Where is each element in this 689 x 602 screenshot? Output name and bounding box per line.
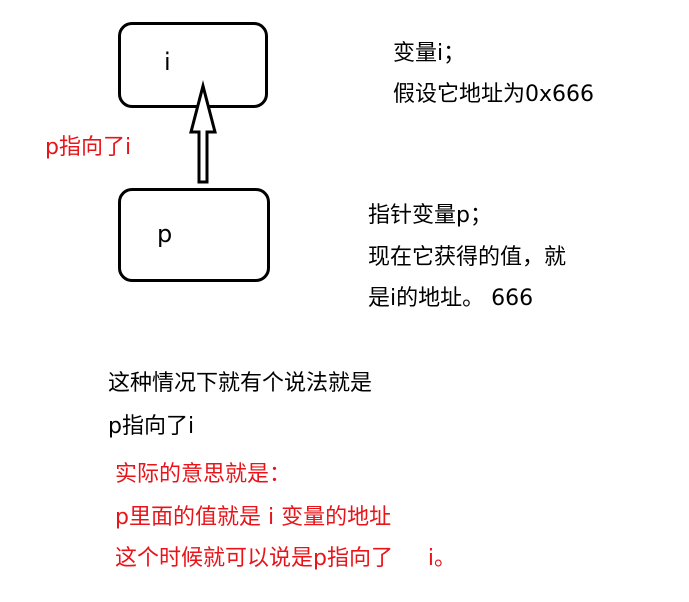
explanation-line2: p指向了i <box>108 414 195 439</box>
variable-i-box <box>118 22 268 108</box>
note-var-i-line2: 假设它地址为0x666 <box>393 82 595 107</box>
note-var-i-line1: 变量i； <box>393 41 466 66</box>
explanation-line1: 这种情况下就有个说法就是 <box>108 371 373 396</box>
pointer-p-label: p <box>157 220 173 248</box>
arrow-label: p指向了i <box>45 135 132 160</box>
note-pointer-p-line3: 是i的地址。 666 <box>368 286 534 311</box>
variable-i-label: i <box>164 48 171 76</box>
note-pointer-p-line1: 指针变量p； <box>368 203 492 228</box>
meaning-line1: 实际的意思就是： <box>115 462 292 487</box>
pointer-p-box <box>118 188 270 282</box>
meaning-line3: 这个时候就可以说是p指向了 i。 <box>115 546 457 571</box>
note-pointer-p-line2: 现在它获得的值，就 <box>368 245 567 270</box>
meaning-line2: p里面的值就是 i 变量的地址 <box>115 505 392 530</box>
